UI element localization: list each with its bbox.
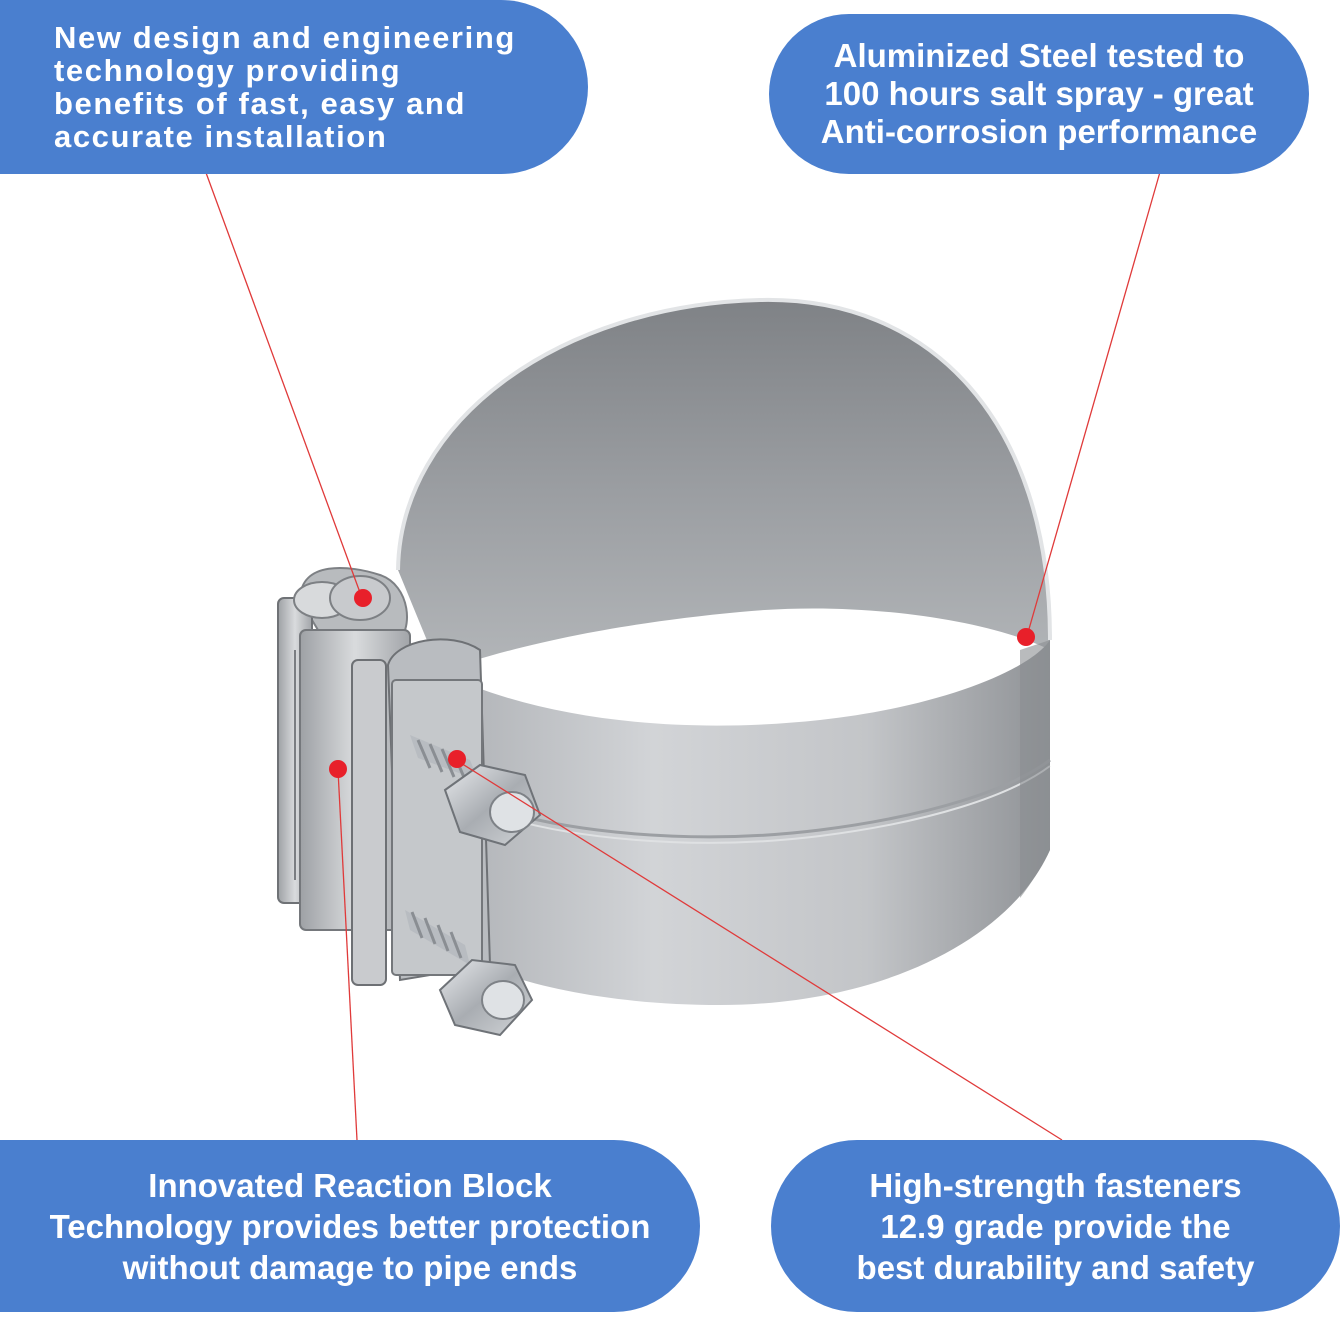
clamp-band (298, 297, 1052, 1005)
callout-reaction-block: Innovated Reaction Block Technology prov… (0, 1140, 700, 1312)
lower-bolt (405, 910, 534, 1037)
callout-anti-corrosion-text: Aluminized Steel tested to 100 hours sal… (820, 37, 1258, 150)
callout-installation: New design and engineering technology pr… (0, 0, 588, 174)
callout-anti-corrosion: Aluminized Steel tested to 100 hours sal… (769, 14, 1309, 174)
marker-icon (329, 760, 347, 778)
reaction-block (277, 575, 411, 986)
callout-installation-text: New design and engineering technology pr… (54, 20, 516, 154)
leader-lines (204, 169, 1161, 1141)
callout-fasteners-text: High-strength fasteners 12.9 grade provi… (856, 1166, 1255, 1286)
marker-icon (1017, 628, 1035, 646)
marker-icon (354, 589, 372, 607)
callout-fasteners: High-strength fasteners 12.9 grade provi… (771, 1140, 1340, 1312)
callout-reaction-block-text: Innovated Reaction Block Technology prov… (49, 1166, 651, 1286)
marker-icon (448, 750, 466, 768)
